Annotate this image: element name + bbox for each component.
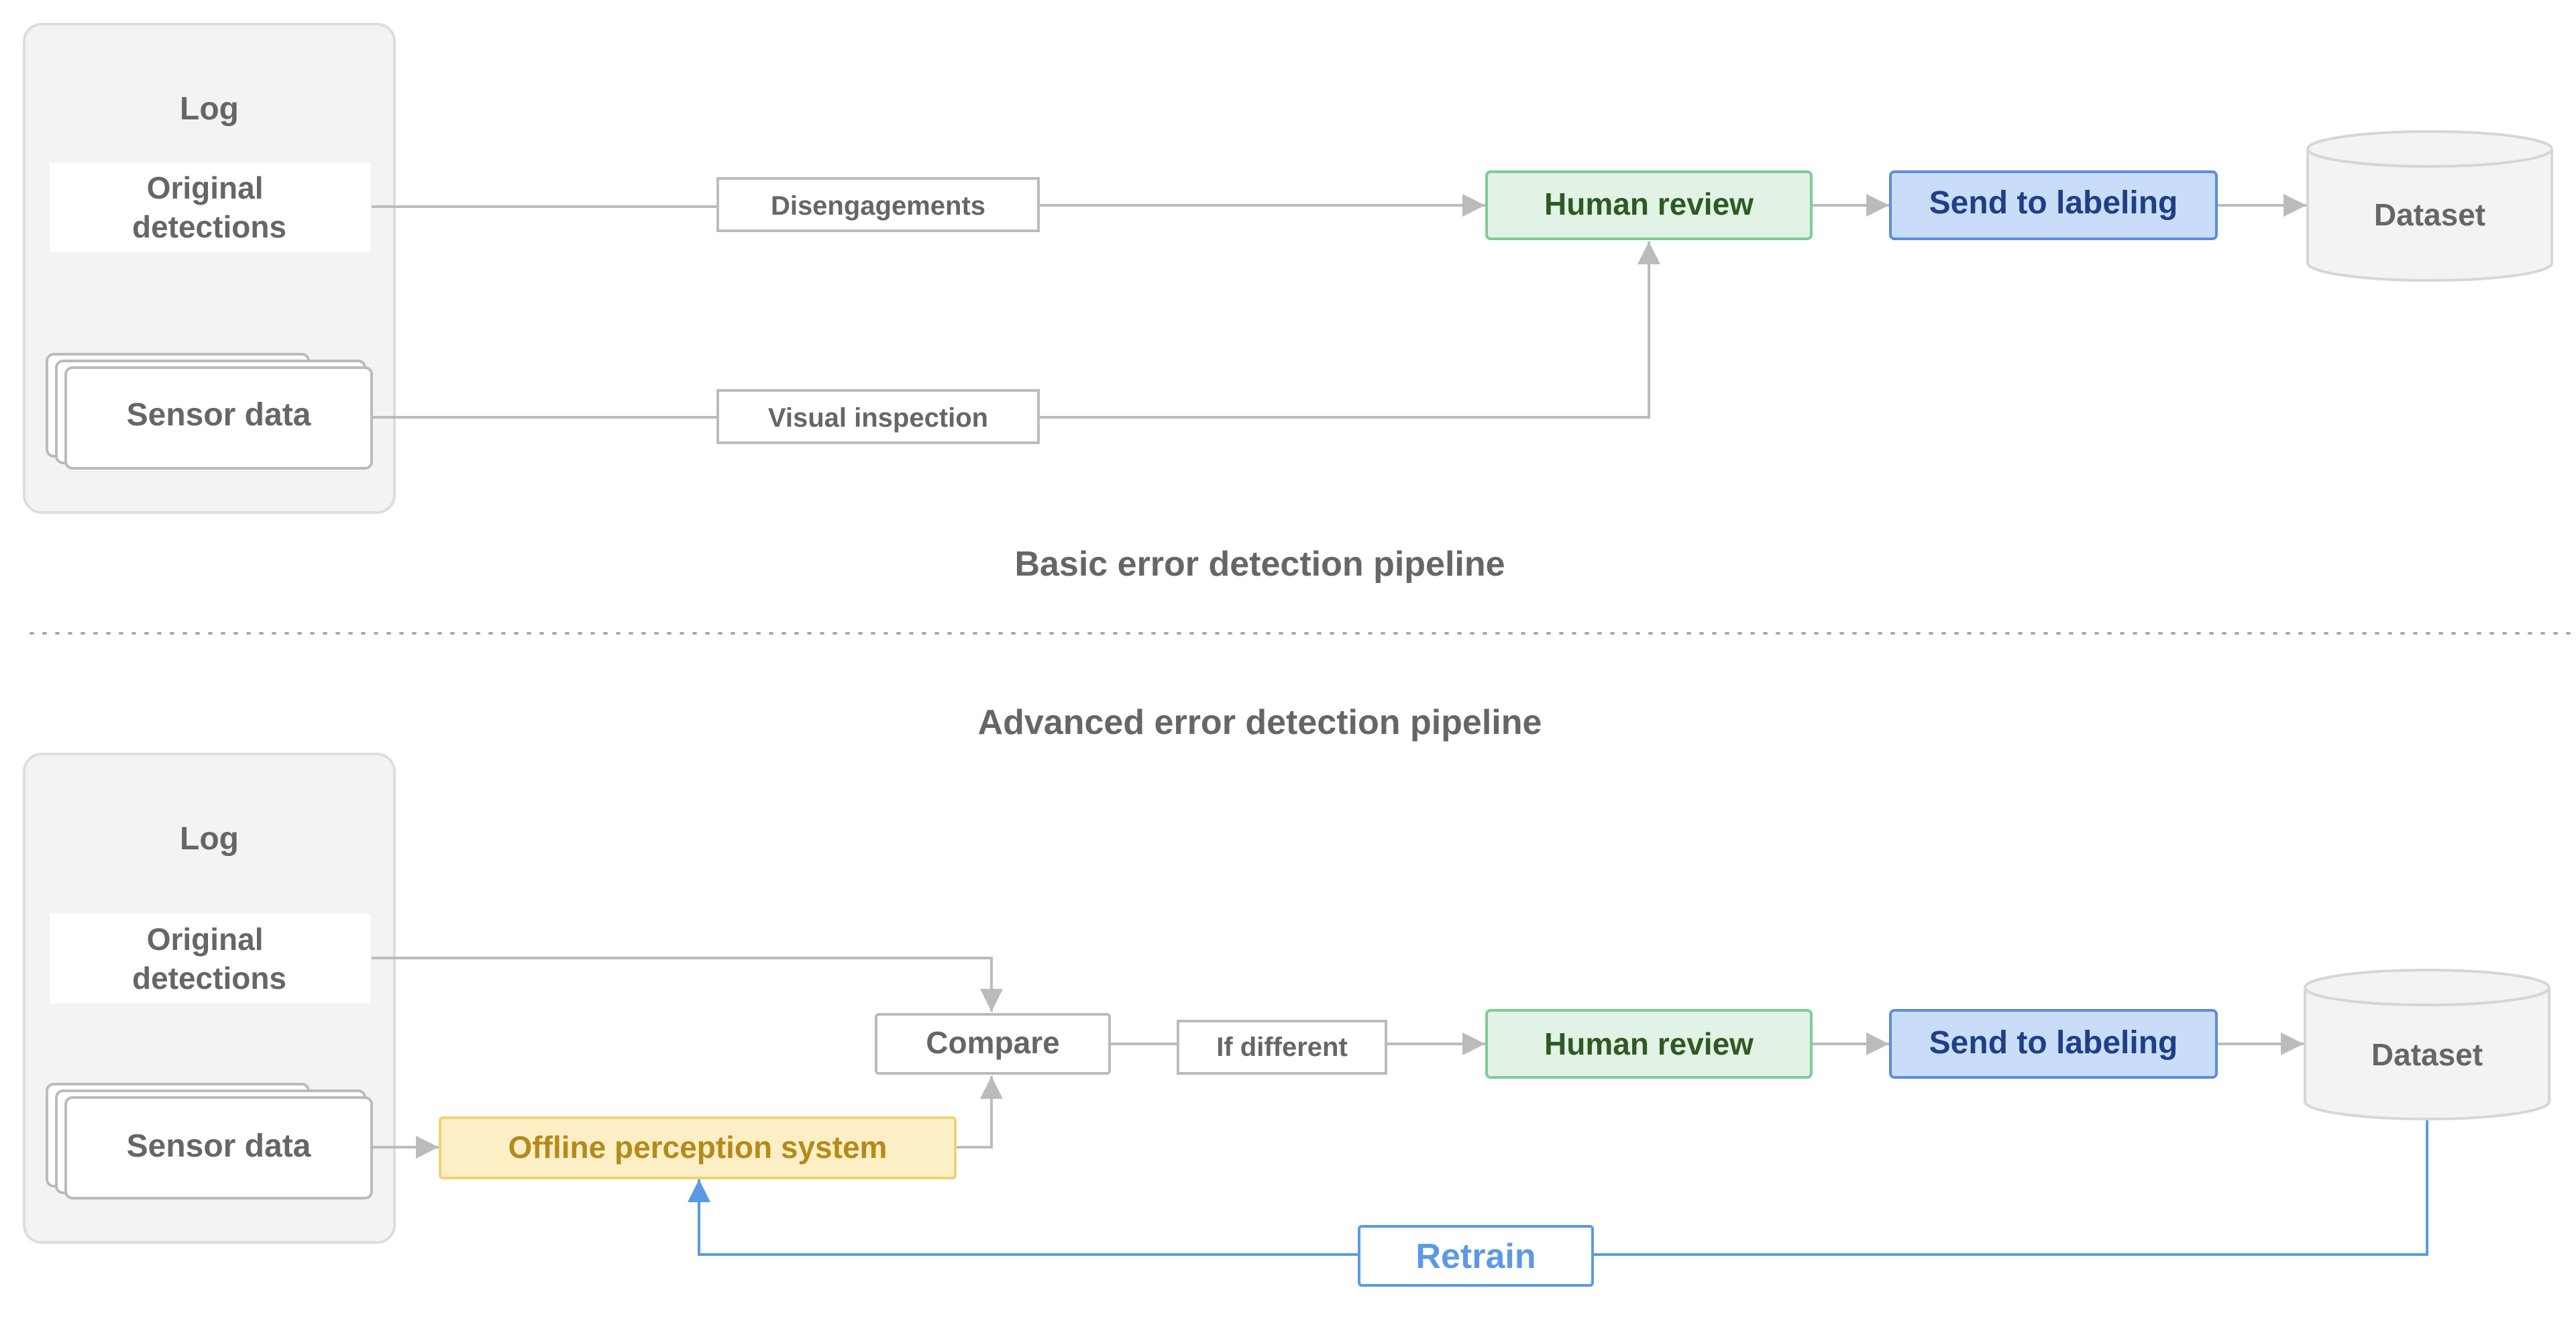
advanced-sensor-data-label: Sensor data (127, 1128, 311, 1164)
advanced-compare-label: Compare (926, 1025, 1059, 1060)
basic-disengagements-label: Disengagements (771, 191, 985, 221)
basic-log-label: Log (180, 91, 239, 127)
advanced-retrain-label: Retrain (1415, 1237, 1536, 1276)
advanced-send-to-labeling-label: Send to labeling (1929, 1025, 2178, 1061)
basic-send-to-labeling-label: Send to labeling (1929, 185, 2178, 221)
advanced-human-review-box (1485, 1009, 1813, 1079)
basic-visual-inspection-box (716, 389, 1040, 444)
advanced-dataset-cylinder (2304, 969, 2551, 1120)
advanced-arrow-offline-to-compare (955, 1076, 1003, 1149)
basic-sensor-data-stack (46, 353, 373, 470)
advanced-original-detections-label: Original detections (132, 922, 286, 996)
basic-original-detections-box (50, 162, 370, 252)
basic-human-review-label: Human review (1544, 187, 1754, 221)
basic-human-review-box (1485, 170, 1813, 240)
advanced-if-different-box (1177, 1020, 1387, 1075)
advanced-original-detections-line1: Original (147, 922, 264, 957)
basic-sensor-data-label: Sensor data (127, 397, 311, 433)
basic-pipeline-title: Basic error detection pipeline (1014, 545, 1505, 584)
basic-visual-inspection-label: Visual inspection (768, 403, 988, 433)
basic-original-detections-line1: Original (147, 170, 264, 205)
advanced-arrow-detections-to-compare (372, 957, 1003, 1012)
advanced-dataset-label: Dataset (2371, 1037, 2483, 1072)
advanced-pipeline: Advanced error detection pipeline Log Or… (23, 703, 2551, 1287)
basic-dataset-cylinder (2306, 130, 2553, 282)
advanced-original-detections-line2: detections (132, 961, 286, 996)
advanced-original-detections-box (50, 914, 370, 1004)
advanced-offline-perception-label: Offline perception system (508, 1130, 888, 1165)
advanced-sensor-data-stack (46, 1083, 373, 1200)
basic-original-detections-line2: detections (132, 209, 286, 244)
advanced-human-review-label: Human review (1544, 1026, 1754, 1061)
advanced-if-different-label: If different (1216, 1032, 1348, 1062)
basic-arrow-visual-to-review (1038, 242, 1660, 419)
basic-pipeline: Log Original detections Sensor data Dise… (23, 23, 2553, 584)
advanced-compare-box (875, 1013, 1111, 1075)
advanced-pipeline-title: Advanced error detection pipeline (978, 703, 1542, 742)
basic-send-to-labeling-box (1889, 170, 2218, 240)
advanced-retrain-box (1358, 1225, 1594, 1287)
advanced-send-to-labeling-box (1889, 1009, 2218, 1079)
advanced-offline-perception-box (439, 1116, 957, 1179)
advanced-log-label: Log (180, 821, 239, 857)
basic-disengagements-box (716, 177, 1040, 232)
basic-dataset-label: Dataset (2374, 197, 2485, 232)
basic-original-detections-label: Original detections (132, 170, 286, 244)
